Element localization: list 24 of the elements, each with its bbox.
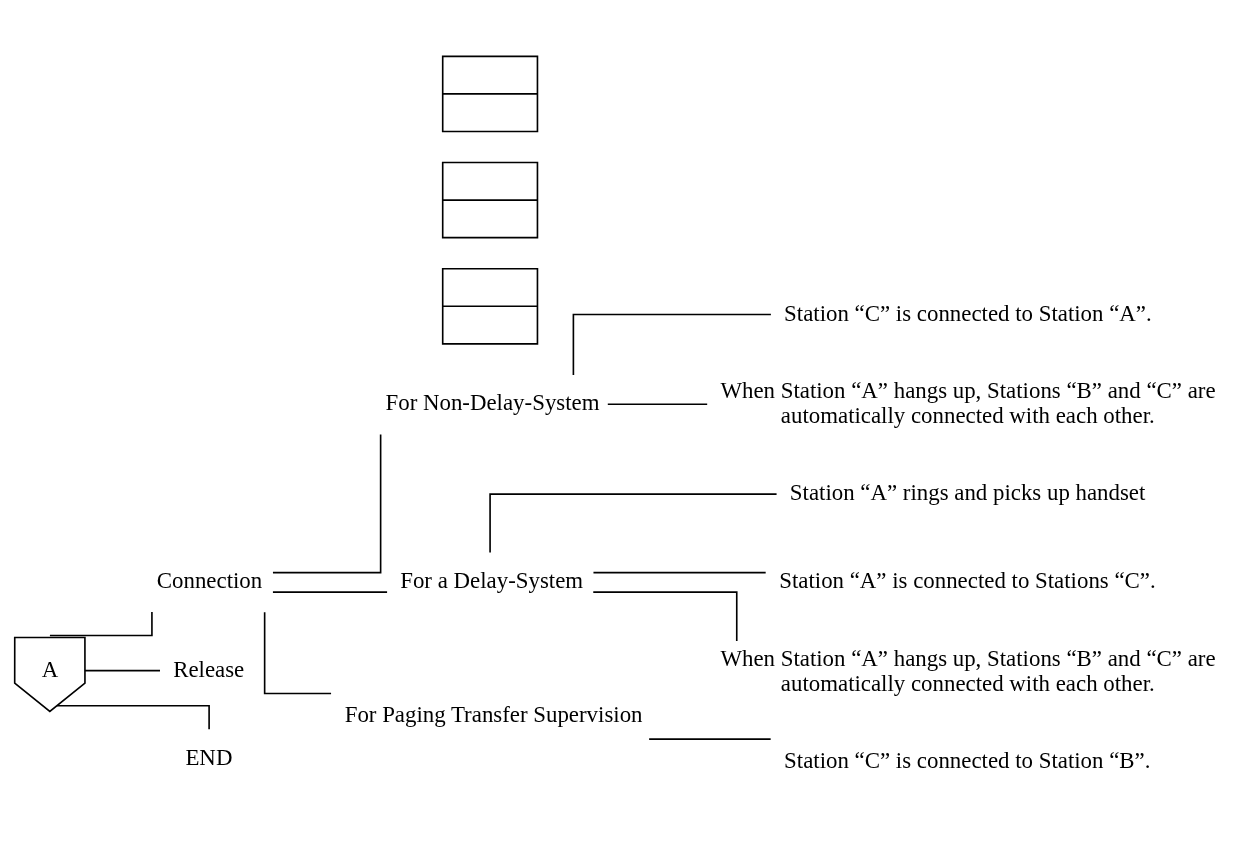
- node-text: For a Delay-System: [400, 567, 584, 593]
- connector: [592, 571, 767, 573]
- connector: [648, 737, 772, 740]
- connector: [49, 610, 153, 636]
- connector: [56, 704, 210, 730]
- node-text: When Station “A” hangs up, Stations “B” and “C” are automatically connected with each other.: [720, 645, 1216, 696]
- connector: [607, 403, 708, 405]
- connector: [272, 433, 382, 573]
- node-text: Station “A” rings and picks up handset: [789, 479, 1146, 505]
- connector: [489, 492, 778, 553]
- node-text: Release: [173, 656, 245, 682]
- connector: [272, 590, 388, 593]
- connector: [592, 590, 738, 642]
- node-text: For Non-Delay-System: [385, 389, 600, 415]
- node-text: Station “C” is connected to Station “B”.: [784, 747, 1151, 773]
- node-text: Station “A” is connected to Stations “C”.: [779, 567, 1156, 593]
- node-text: When Station “A” hangs up, Stations “B” and “C” are automatically connected with each other.: [720, 377, 1216, 428]
- node-text: Station “C” is connected to Station “A”.: [784, 300, 1152, 325]
- connector: [84, 669, 161, 671]
- node-text: END: [185, 744, 233, 770]
- connector: [263, 610, 332, 694]
- node-text: Connection: [156, 567, 263, 593]
- node-text: For Paging Transfer Supervision: [344, 701, 643, 727]
- connector: [572, 313, 772, 376]
